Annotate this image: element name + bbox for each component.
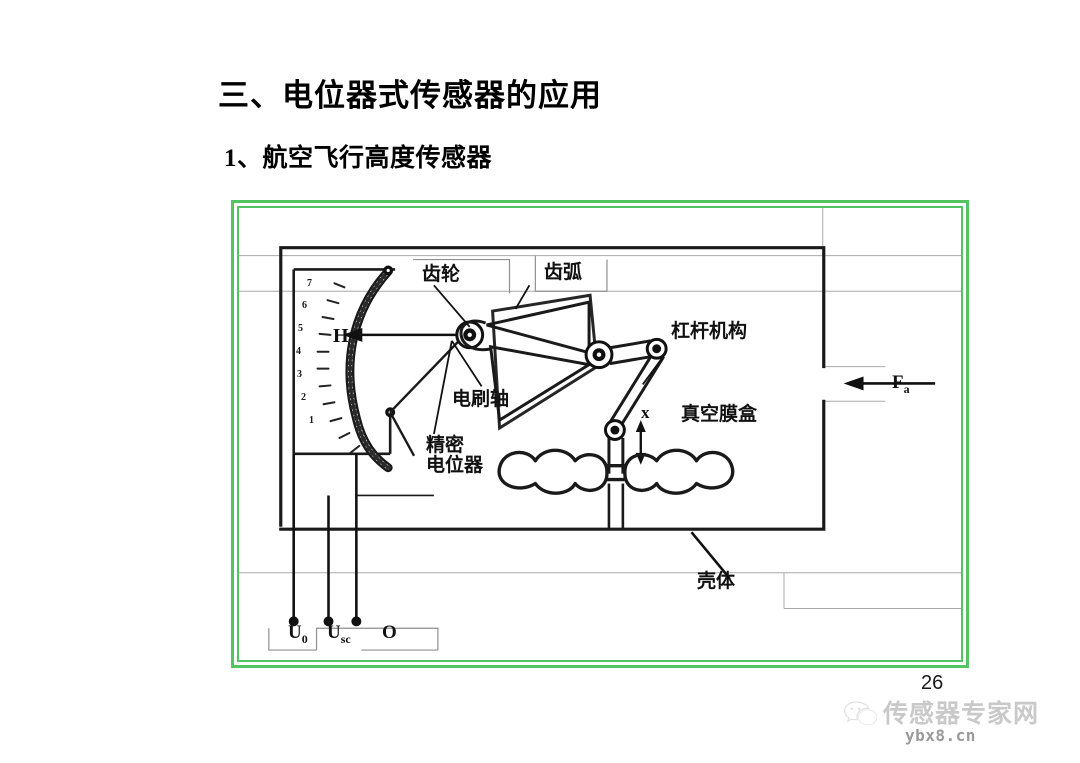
page-title: 三、电位器式传感器的应用: [218, 78, 602, 113]
label-lever-mechanism: 杠杆机构: [671, 320, 748, 342]
label-force-letter: F: [892, 372, 904, 393]
page-number: 26: [921, 672, 944, 694]
label-gear: 齿轮: [422, 263, 461, 285]
scale-tick-6: 6: [302, 300, 307, 311]
label-housing: 壳体: [697, 570, 736, 592]
terminal-u0-subscript: 0: [301, 631, 308, 646]
label-terminal-usc: Usc: [327, 622, 351, 646]
terminal-u0-letter: U: [288, 622, 302, 643]
scale-tick-7: 7: [307, 278, 312, 289]
label-precision-potentiometer-line2: 电位器: [426, 453, 484, 476]
terminal-usc-subscript: sc: [340, 631, 351, 646]
label-terminal-u0: U0: [288, 622, 308, 646]
section-subtitle: 1、航空飞行高度传感器: [224, 145, 493, 172]
label-vacuum-capsule: 真空膜盒: [681, 403, 758, 425]
sensor-schematic-drawing: [239, 208, 961, 660]
watermark: 传感器专家网 ybx8.cn: [843, 694, 1073, 756]
label-precision-potentiometer: 精密 电位器: [426, 434, 484, 476]
scale-tick-4: 4: [296, 346, 301, 357]
label-precision-potentiometer-line1: 精密: [426, 434, 465, 456]
figure-inner-border: 7 6 5 4 3 2 1 H 齿轮 齿弧 杠杆机构 电刷轴 精密 电位器 真空…: [237, 206, 963, 662]
watermark-url: ybx8.cn: [905, 726, 976, 745]
watermark-text: 传感器专家网: [883, 699, 1040, 728]
terminal-usc-letter: U: [327, 622, 341, 643]
scale-tick-1: 1: [309, 415, 314, 426]
label-brush-shaft: 电刷轴: [452, 388, 510, 410]
label-force-subscript: a: [903, 381, 910, 396]
scale-tick-3: 3: [297, 369, 302, 380]
scale-tick-5: 5: [298, 323, 303, 334]
label-height-symbol: H: [333, 325, 349, 347]
label-displacement-symbol: x: [641, 403, 650, 422]
label-terminal-o: O: [382, 622, 397, 643]
scale-tick-2: 2: [301, 392, 306, 403]
label-force-symbol: Fa: [892, 372, 910, 396]
label-toothed-arc: 齿弧: [544, 261, 583, 283]
figure-frame: 7 6 5 4 3 2 1 H 齿轮 齿弧 杠杆机构 电刷轴 精密 电位器 真空…: [231, 200, 969, 668]
wechat-icon: [843, 699, 878, 727]
